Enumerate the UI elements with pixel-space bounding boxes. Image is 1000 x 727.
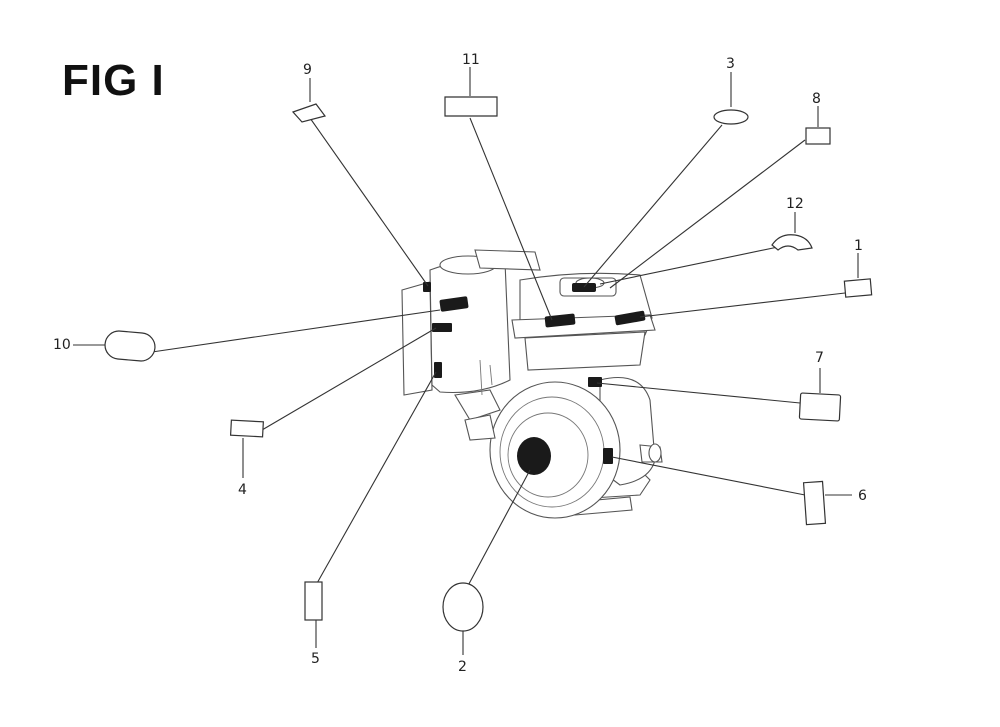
part-5-decal — [304, 581, 323, 621]
starter-emblem — [517, 437, 551, 475]
decal-parts — [104, 96, 873, 632]
callout-6: 6 — [858, 488, 867, 504]
callout-12: 12 — [786, 196, 804, 212]
leader-lines — [73, 67, 859, 655]
part-12-decal — [771, 234, 813, 251]
part-9-decal — [291, 103, 327, 123]
engine-body — [401, 249, 663, 519]
callout-4: 4 — [238, 482, 247, 498]
figure-title: FIG I — [62, 56, 165, 105]
callout-numbers: 9 11 3 8 12 1 10 7 4 6 5 2 — [53, 52, 867, 675]
part-11-decal — [444, 96, 498, 117]
part-3-decal — [713, 109, 749, 125]
part-1-decal — [843, 278, 873, 298]
callout-8: 8 — [812, 91, 821, 107]
callout-9: 9 — [303, 62, 312, 78]
callout-11: 11 — [462, 52, 480, 68]
callout-3: 3 — [726, 56, 735, 72]
callout-10: 10 — [53, 337, 71, 353]
callout-5: 5 — [311, 651, 320, 667]
part-6-decal — [802, 480, 827, 526]
callout-7: 7 — [815, 350, 824, 366]
callout-1: 1 — [854, 238, 863, 254]
part-7-decal — [798, 392, 842, 422]
part-8-decal — [805, 127, 831, 145]
part-4-decal — [229, 419, 264, 438]
part-2-decal — [442, 582, 484, 632]
callout-2: 2 — [458, 659, 467, 675]
part-10-decal — [104, 330, 156, 362]
